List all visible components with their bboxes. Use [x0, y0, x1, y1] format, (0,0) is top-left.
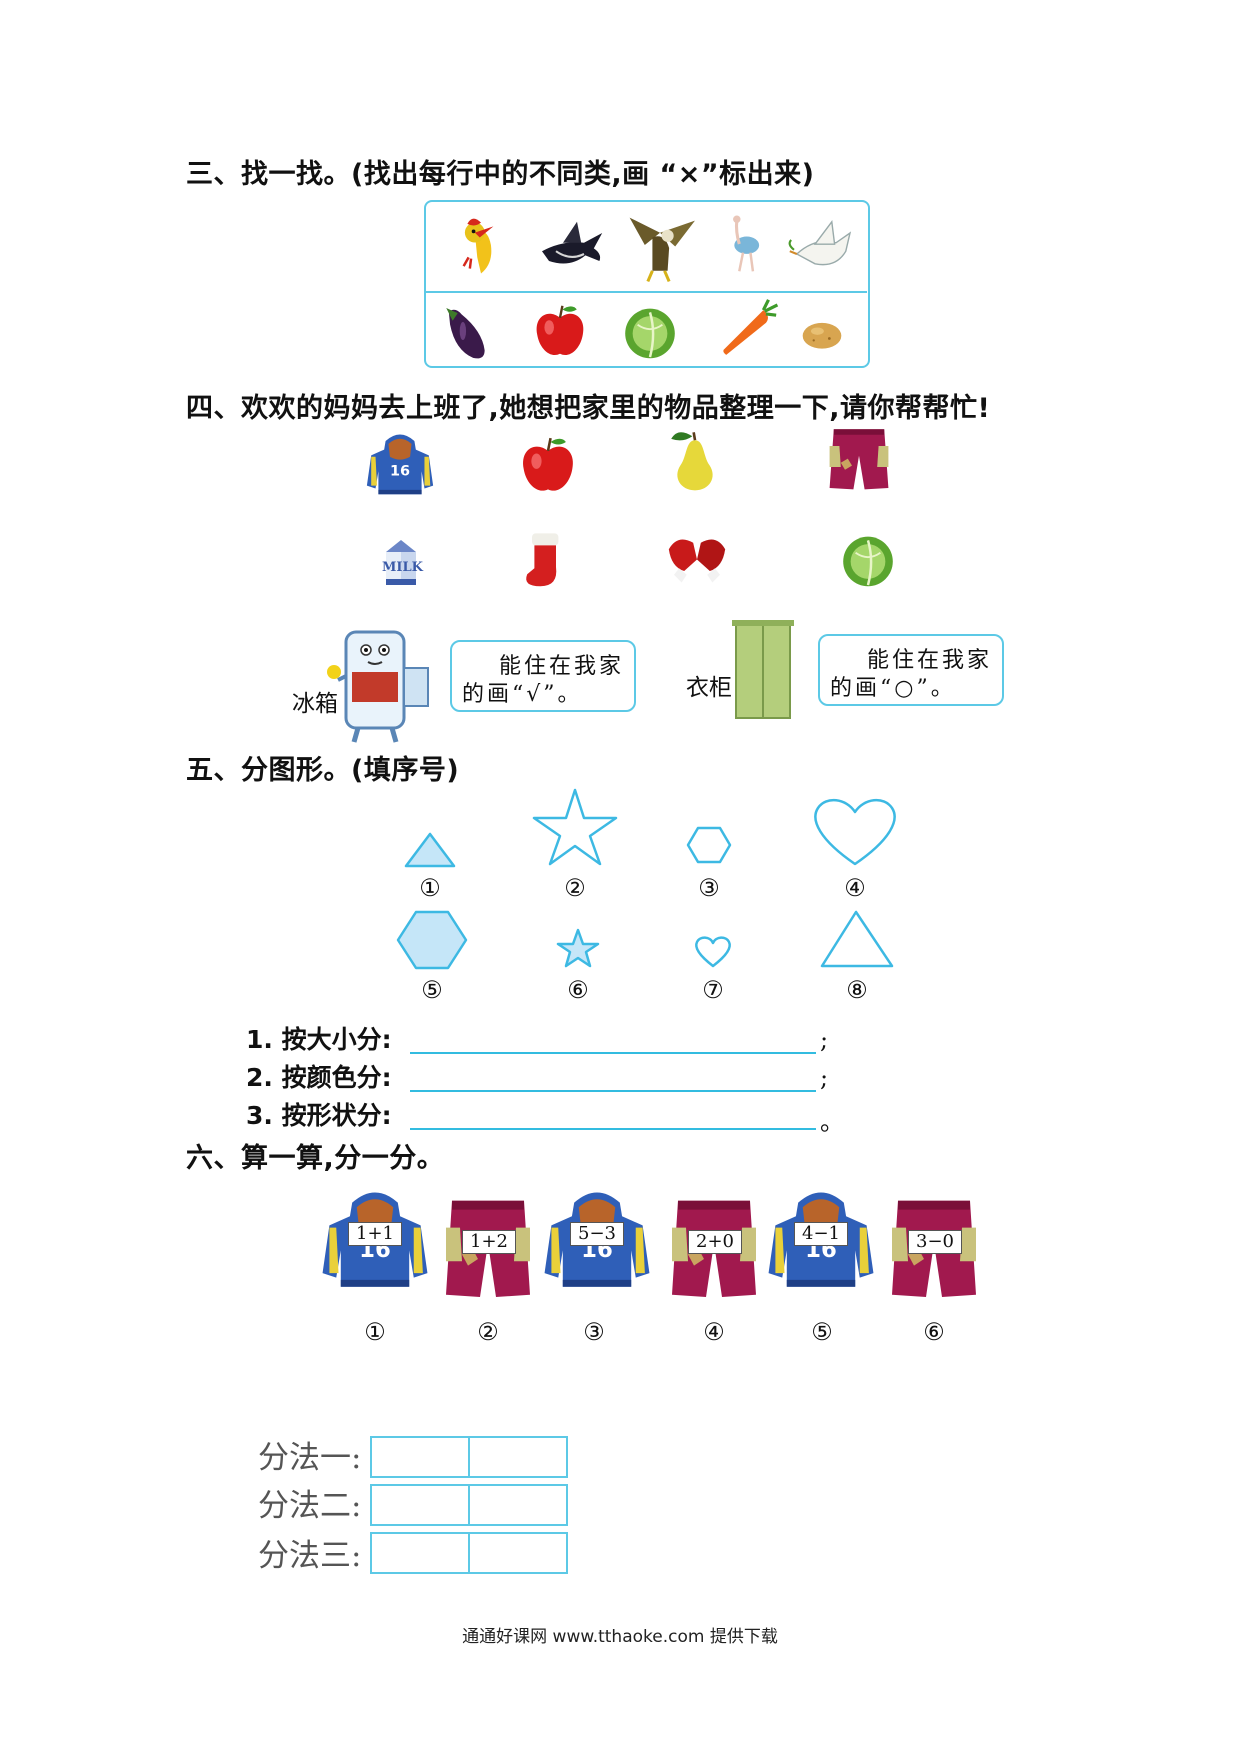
answer-line-size[interactable] [410, 1052, 816, 1054]
odd-one-out-box [424, 200, 870, 368]
item-number-3: ③ [583, 1318, 605, 1346]
section3-title: 三、找一找。(找出每行中的不同类,画 “×”标出来) [186, 159, 815, 190]
item-number-4: ④ [703, 1318, 725, 1346]
question-size: 1. 按大小分: [246, 1025, 392, 1054]
shape-6-star [556, 928, 600, 968]
item-number-6: ⑥ [923, 1318, 945, 1346]
method-2-box-b[interactable] [468, 1484, 568, 1526]
item-hoodie-1[interactable]: 1+1 [318, 1172, 432, 1306]
item-number-2: ② [477, 1318, 499, 1346]
shape-number-1: ① [419, 874, 441, 902]
item-expr-4: 2+0 [688, 1230, 742, 1254]
milk-carton-icon[interactable]: MILK [376, 526, 426, 598]
shape-3-hexagon [686, 826, 732, 864]
section5-title: 五、分图形。(填序号) [186, 755, 460, 786]
item-expr-5: 4−1 [794, 1222, 848, 1246]
section6-title: 六、算一算,分一分。 [186, 1143, 445, 1174]
question-size-end: ; [820, 1026, 829, 1054]
item-hoodie-3[interactable]: 5−3 [540, 1172, 654, 1306]
method-2-box-a[interactable] [370, 1484, 470, 1526]
fridge-bubble: 能住在我家 的画“√”。 [450, 640, 636, 712]
shape-number-3: ③ [698, 874, 720, 902]
shape-number-4: ④ [844, 874, 866, 902]
item-expr-1: 1+1 [348, 1222, 402, 1246]
method-3-box-a[interactable] [370, 1532, 470, 1574]
fridge-label: 冰箱 [292, 691, 338, 717]
wardrobe-bubble-line1: 能住在我家 [866, 648, 992, 673]
wardrobe-icon [732, 620, 794, 719]
shape-number-8: ⑧ [846, 976, 868, 1004]
footer: 通通好课网 www.tthaoke.com 提供下载 [462, 1627, 778, 1647]
method-2-label: 分法二: [258, 1488, 362, 1524]
method-1-label: 分法一: [258, 1440, 362, 1476]
shapes-canvas [396, 788, 896, 970]
shape-2-star [532, 788, 618, 866]
shape-7-heart [695, 936, 731, 968]
box-divider [426, 291, 867, 293]
item-number-5: ⑤ [811, 1318, 833, 1346]
method-1-box-b[interactable] [468, 1436, 568, 1478]
shape-number-7: ⑦ [702, 976, 724, 1004]
shape-5-hexagon [396, 910, 468, 970]
wardrobe-bubble-line2: 的画“○”。 [830, 676, 956, 701]
item-shorts-4[interactable]: 2+0 [664, 1194, 764, 1306]
item-expr-3: 5−3 [570, 1222, 624, 1246]
wardrobe-bubble: 能住在我家 的画“○”。 [818, 634, 1004, 706]
item-expr-2: 1+2 [462, 1230, 516, 1254]
item-hoodie-5[interactable]: 4−1 [764, 1172, 878, 1306]
question-color-end: ; [820, 1064, 829, 1092]
shape-number-6: ⑥ [567, 976, 589, 1004]
fridge-bubble-line2: 的画“√”。 [462, 682, 583, 707]
shape-number-5: ⑤ [421, 976, 443, 1004]
method-3-box-b[interactable] [468, 1532, 568, 1574]
question-shape-end: 。 [820, 1108, 844, 1136]
shape-1-triangle [404, 832, 456, 868]
item-number-1: ① [364, 1318, 386, 1346]
shape-8-triangle [820, 910, 894, 968]
item-shorts-6[interactable]: 3−0 [884, 1194, 984, 1306]
milk-label: MILK [382, 560, 423, 575]
answer-line-color[interactable] [410, 1090, 816, 1092]
fridge-icon [327, 630, 429, 743]
section4-title: 四、欢欢的妈妈去上班了,她想把家里的物品整理一下,请你帮帮忙! [186, 393, 991, 424]
question-shape: 3. 按形状分: [246, 1101, 392, 1130]
answer-line-shape[interactable] [410, 1128, 816, 1130]
method-3-label: 分法三: [258, 1538, 362, 1574]
shape-4-heart [814, 799, 896, 866]
wardrobe-label: 衣柜 [686, 675, 732, 701]
method-1-box-a[interactable] [370, 1436, 470, 1478]
item-expr-6: 3−0 [908, 1230, 962, 1254]
fridge-bubble-line1: 能住在我家 [498, 654, 624, 679]
item-shorts-2[interactable]: 1+2 [438, 1194, 538, 1306]
shape-number-2: ② [564, 874, 586, 902]
question-color: 2. 按颜色分: [246, 1063, 392, 1092]
